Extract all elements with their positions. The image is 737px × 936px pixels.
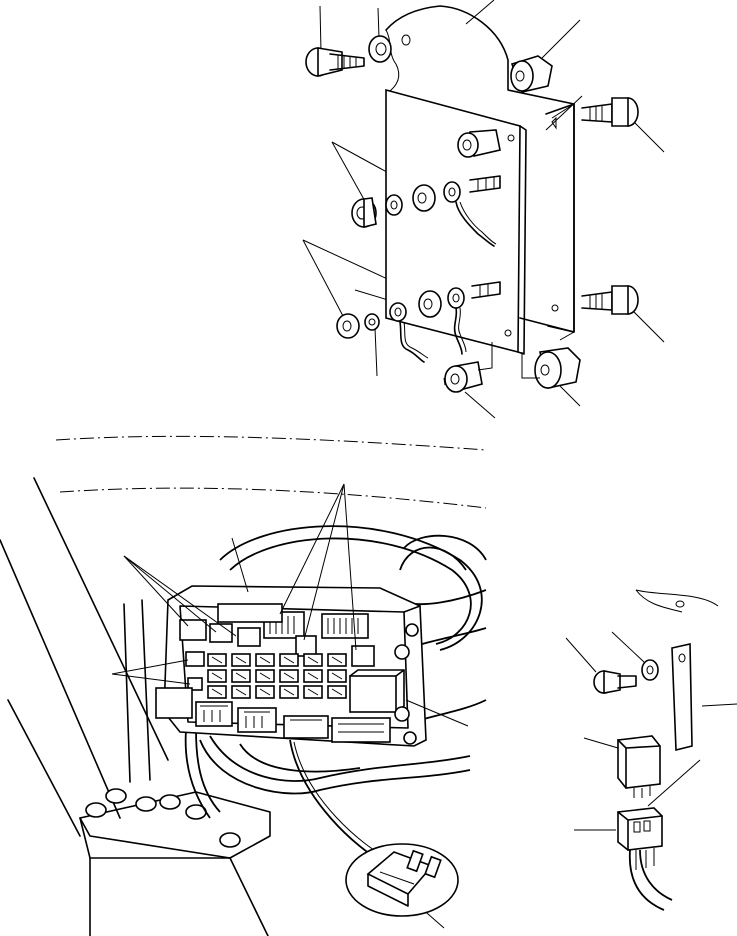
relay-bracket-view bbox=[565, 589, 737, 911]
blade-fuse-detail bbox=[345, 843, 459, 917]
spacer-upper bbox=[457, 129, 501, 158]
bracket-bolt bbox=[593, 670, 637, 694]
washer-top bbox=[368, 35, 392, 63]
fuse-box-view bbox=[0, 435, 487, 936]
mounting-bolts bbox=[85, 788, 241, 848]
bracket-washer bbox=[641, 659, 659, 681]
screw-right-lower bbox=[581, 285, 639, 315]
stud-row-1 bbox=[351, 175, 501, 247]
relay-on-box bbox=[349, 669, 405, 713]
connectors-top bbox=[179, 603, 375, 667]
relay-socket bbox=[617, 807, 673, 911]
stud-row-2 bbox=[336, 281, 501, 363]
bolt-top bbox=[305, 47, 365, 78]
isolator-bottom-right bbox=[521, 347, 581, 389]
mounting-plate-view bbox=[302, 0, 665, 419]
fuse-grid bbox=[207, 653, 347, 699]
isolator-top bbox=[510, 55, 553, 93]
bracket-outline bbox=[385, 5, 575, 333]
relay-unit bbox=[617, 735, 661, 798]
callout-leaders-box bbox=[111, 483, 469, 929]
isolator-bottom-left bbox=[444, 342, 493, 393]
relay-bracket bbox=[671, 643, 693, 752]
callout-leaders-bracket bbox=[565, 631, 737, 831]
screw-right-upper bbox=[581, 97, 639, 127]
connectors-bottom bbox=[155, 687, 391, 743]
